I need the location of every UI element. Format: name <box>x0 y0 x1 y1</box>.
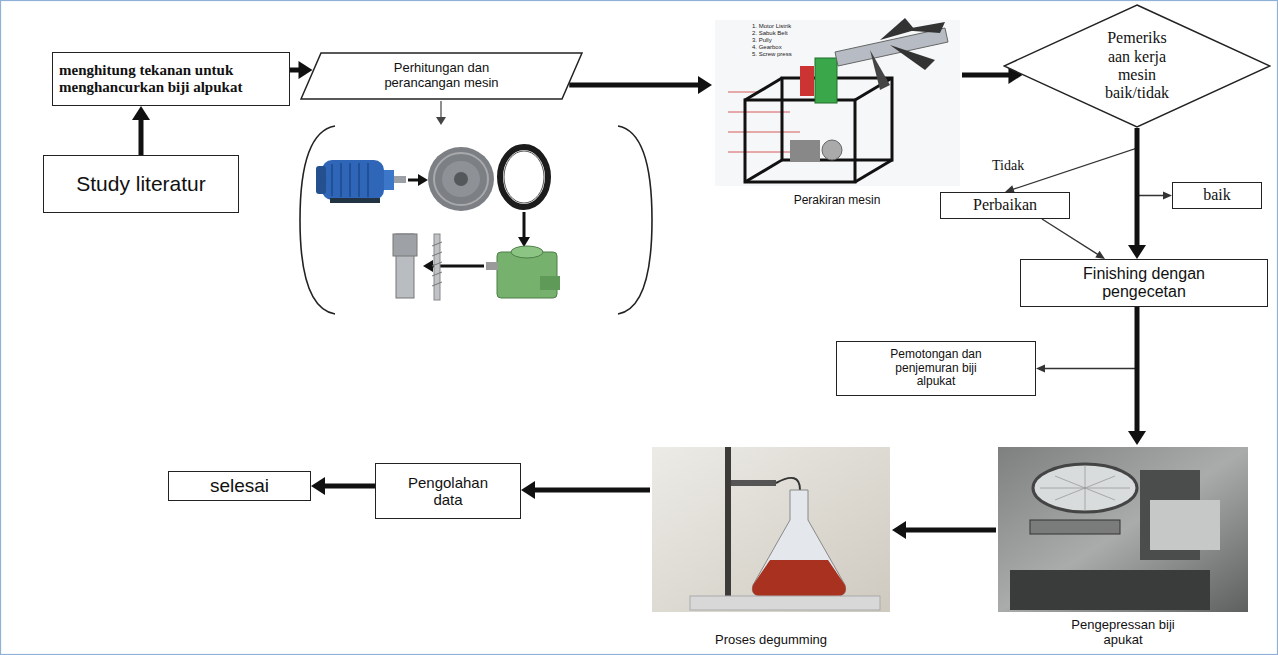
part-label: 3. Pully <box>752 37 772 44</box>
node-text: Perhitungan dan perancangan mesin <box>362 61 522 91</box>
connector-arrow <box>290 61 313 79</box>
process-box: Pengolahan data <box>375 463 521 519</box>
degumming-photo <box>652 447 890 612</box>
node-text: Pengolahan data <box>398 474 498 509</box>
connector-line <box>1135 307 1140 434</box>
photo-node: Pengepressan biji apukat <box>996 445 1250 650</box>
connector-line <box>962 73 1011 78</box>
connector-arrow <box>1137 128 1172 200</box>
electric-motor <box>316 160 406 203</box>
process-box: menghitung tekanan untuk menghancurkan b… <box>52 52 290 106</box>
gearbox <box>486 246 560 298</box>
connector-arrow <box>311 477 375 495</box>
leader-arrow <box>436 101 446 125</box>
arrowhead <box>1163 192 1172 200</box>
process-box: Pemotongan dan penjemuran biji alpukat <box>836 341 1036 396</box>
arrowhead <box>892 521 906 539</box>
connector-arrow <box>521 481 650 499</box>
v-belt <box>500 147 548 207</box>
arrowhead <box>1036 365 1045 373</box>
node-text: Perakiran mesin <box>794 194 881 208</box>
connector-arrow <box>1128 307 1146 445</box>
pulley <box>428 147 494 211</box>
arrowhead <box>521 481 535 499</box>
flow-arrow <box>423 260 484 272</box>
arrowhead <box>132 106 150 120</box>
connector-line <box>322 484 375 489</box>
machine-assembly <box>715 18 960 186</box>
start-box: Study literatur <box>43 155 239 213</box>
decision-diamond: Pemeriks aan kerja mesin baik/tidak <box>1003 4 1271 128</box>
arrowhead <box>1095 251 1105 259</box>
connector-line <box>532 488 650 493</box>
shape-outline <box>1004 5 1270 127</box>
connector-line <box>1137 128 1165 196</box>
photo-node: Proses degumming <box>650 445 892 650</box>
component-bracket <box>300 126 652 314</box>
result-box: baik <box>1172 182 1262 209</box>
illustration-node: Perakiran mesin <box>712 18 962 210</box>
connector-line <box>139 117 144 155</box>
arrowhead <box>311 477 325 495</box>
pressing-photo <box>998 447 1248 612</box>
node-text: Pengepressan biji apukat <box>1058 618 1188 648</box>
node-text: Pemotongan dan penjemuran biji alpukat <box>881 348 991 389</box>
node-text: selesai <box>210 475 269 497</box>
connector-arrow <box>569 76 712 94</box>
data-parallelogram: Perhitungan dan perancangan mesin <box>300 52 583 100</box>
connector-line <box>1135 128 1140 248</box>
screw-shaft <box>393 234 442 300</box>
shape-outline <box>301 53 582 99</box>
connector-line <box>903 528 996 533</box>
node-text: Perbaikan <box>973 196 1037 214</box>
flow-arrow <box>408 174 428 186</box>
flow-arrow <box>518 212 530 247</box>
part-label: 1. Motor Listrik <box>752 23 791 30</box>
process-box: Perbaikan <box>940 192 1070 219</box>
node-text: Proses degumming <box>715 633 827 648</box>
connector-arrow <box>132 106 150 155</box>
connector-line <box>1012 128 1137 190</box>
node-text: Study literatur <box>76 172 206 196</box>
connector-arrow <box>1036 307 1137 373</box>
connector-line <box>1043 307 1137 369</box>
part-label: 5. Screw press <box>752 51 792 58</box>
process-box: Finishing dengan pengecetan <box>1020 259 1268 307</box>
node-text: Pemeriks aan kerja mesin baik/tidak <box>1097 29 1177 103</box>
connector-arrow <box>892 521 996 539</box>
connector-arrow <box>1042 219 1105 259</box>
part-label: 2. Sabuk Belt <box>752 30 788 37</box>
part-label: 4. Gearbox <box>752 44 782 51</box>
end-box: selesai <box>168 471 311 501</box>
connector-line <box>1042 219 1099 255</box>
arrowhead <box>1128 431 1146 445</box>
connector-arrow <box>1128 128 1146 259</box>
node-text: menghitung tekanan untuk menghancurkan b… <box>59 62 283 97</box>
node-text: baik <box>1203 186 1231 204</box>
arrowhead <box>698 76 712 94</box>
arrowhead <box>1128 245 1146 259</box>
edge-label: Tidak <box>990 158 1026 173</box>
node-text: Finishing dengan pengecetan <box>1069 265 1219 302</box>
connector-line <box>569 83 701 88</box>
